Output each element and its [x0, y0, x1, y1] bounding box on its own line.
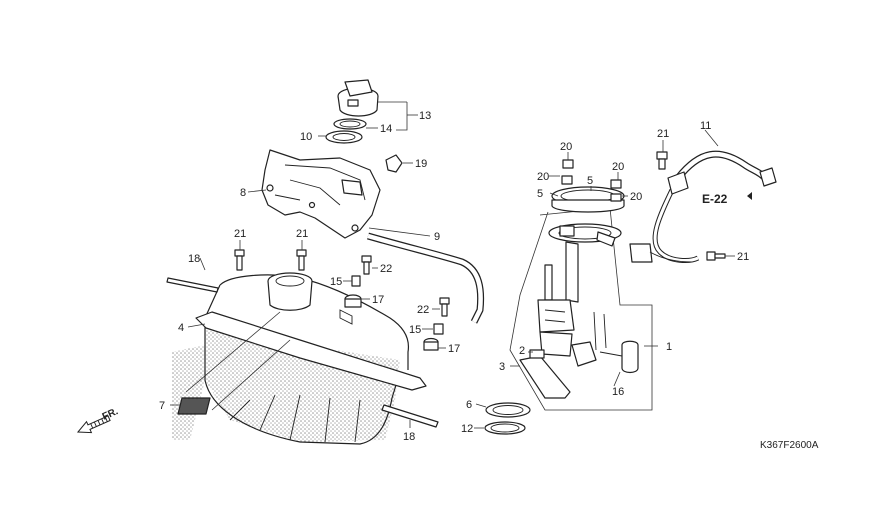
callout-6: 6 — [466, 399, 472, 411]
callout-21a: 21 — [234, 228, 246, 240]
callout-12: 12 — [461, 423, 473, 435]
callout-21b: 21 — [296, 228, 308, 240]
callout-17a: 17 — [372, 294, 384, 306]
callout-10: 10 — [300, 131, 312, 143]
callout-5b: 5 — [537, 188, 543, 200]
callout-20a: 20 — [560, 141, 572, 153]
callout-13: 13 — [419, 110, 431, 122]
callout-20d: 20 — [630, 191, 642, 203]
grommet — [385, 154, 403, 173]
filter-clip — [529, 349, 545, 359]
callout-17b: 17 — [448, 343, 460, 355]
fuel-tank — [172, 272, 427, 445]
cap-seal — [333, 118, 367, 130]
reference-label: E-22 — [702, 192, 728, 206]
callout-20b: 20 — [537, 171, 549, 183]
callout-15a: 15 — [330, 276, 342, 288]
callout-8: 8 — [240, 187, 246, 199]
callout-5a: 5 — [587, 175, 593, 187]
callout-22a: 22 — [380, 263, 392, 275]
callout-18a: 18 — [188, 253, 200, 265]
callout-14: 14 — [380, 123, 392, 135]
drawing-code: K367F2600A — [760, 440, 819, 451]
callout-19: 19 — [415, 158, 427, 170]
callout-2: 2 — [519, 345, 525, 357]
callout-20c: 20 — [612, 161, 624, 173]
callout-15b: 15 — [409, 324, 421, 336]
fuel-feed-hose — [629, 150, 777, 263]
callout-1: 1 — [666, 341, 672, 353]
fuel-filler-cap — [337, 79, 379, 117]
fuel-pump-assembly — [509, 207, 653, 411]
drain-tube-left — [166, 277, 219, 293]
callout-18b: 18 — [403, 431, 415, 443]
callout-21c: 21 — [657, 128, 669, 140]
callout-11: 11 — [700, 120, 711, 132]
tank-cover-plate — [177, 397, 211, 415]
front-label: FR. — [101, 406, 120, 423]
reference-arrow-icon — [747, 192, 752, 200]
tank-bracket — [261, 149, 381, 239]
callout-16: 16 — [612, 386, 624, 398]
drain-tube-bottom — [381, 404, 439, 428]
fuel-filter — [519, 355, 571, 399]
front-arrow-icon — [76, 415, 111, 434]
callout-22b: 22 — [417, 304, 429, 316]
callout-21d: 21 — [737, 251, 749, 263]
callout-4: 4 — [178, 322, 184, 334]
filler-packing — [325, 130, 363, 144]
leader-lines — [170, 101, 735, 429]
callout-9: 9 — [434, 231, 440, 243]
callout-3: 3 — [499, 361, 505, 373]
callout-7: 7 — [159, 400, 165, 412]
bolts-left — [234, 249, 450, 351]
